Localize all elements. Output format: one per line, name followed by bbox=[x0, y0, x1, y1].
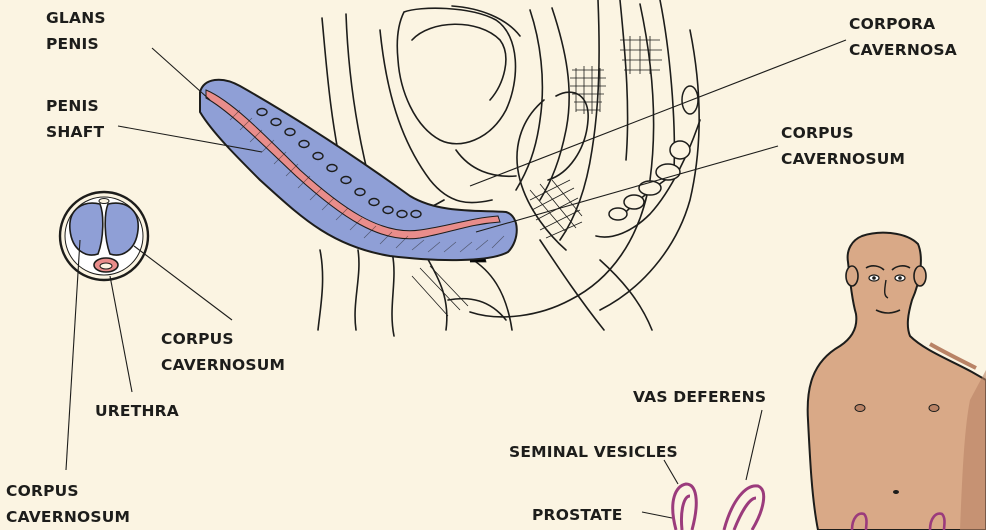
label-prostate: PROSTATE bbox=[532, 502, 623, 528]
reproductive-glands bbox=[673, 484, 764, 530]
label-penis-shaft: PENIS SHAFT bbox=[46, 93, 104, 145]
human-figure bbox=[808, 233, 986, 530]
leader-lines bbox=[66, 40, 846, 518]
label-seminal-vesicles: SEMINAL VESICLES bbox=[509, 439, 678, 465]
label-corpus-cavernosum-upper: CORPUS CAVERNOSUM bbox=[781, 120, 905, 172]
label-corpora-cavernosa: CORPORA CAVERNOSA bbox=[849, 11, 957, 63]
penis-sagittal-view bbox=[200, 80, 517, 260]
label-urethra: URETHRA bbox=[95, 398, 179, 424]
penis-cross-section bbox=[60, 192, 148, 280]
label-corpus-cavernosum-cross-section: CORPUS CAVERNOSUM bbox=[161, 326, 285, 378]
label-vas-deferens: VAS DEFERENS bbox=[633, 384, 766, 410]
label-glans-penis: GLANS PENIS bbox=[46, 5, 106, 57]
hatching-sketch bbox=[412, 36, 662, 316]
erectile-tissue-shape bbox=[200, 80, 517, 260]
label-corpus-cavernosum-lower: CORPUS CAVERNOSUM bbox=[6, 478, 130, 530]
